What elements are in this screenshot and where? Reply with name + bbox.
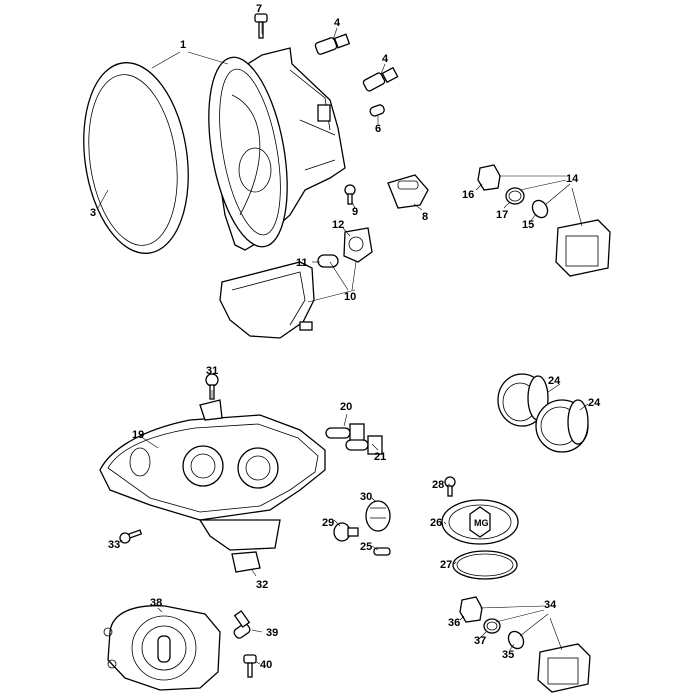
bulb-part-20 [325,423,365,443]
callout-9: 9 [352,206,358,218]
lens-part-3 [83,62,189,254]
callout-17: 17 [496,209,508,221]
callout-24-upper: 24 [548,375,561,387]
connector-part-32 [231,551,261,573]
callout-labels: 1 3 4 4 6 7 8 9 10 11 12 14 15 16 17 19 … [90,3,601,671]
callout-36: 36 [448,617,460,629]
callout-29: 29 [322,517,334,529]
trim-ring-part-24-upper [497,373,549,427]
callout-4-upper: 4 [334,17,341,29]
callout-32: 32 [256,579,268,591]
callout-12: 12 [332,219,344,231]
leader-lines [97,22,589,665]
screw-part-33 [119,529,143,544]
indicator-lamp-part-10 [219,261,315,339]
callout-19: 19 [132,429,144,441]
trim-ring-part-24-lower [535,399,589,453]
callout-3: 3 [90,207,96,219]
bulb-holder-part-36 [459,596,483,623]
bulb-holder-part-12 [343,227,373,263]
callout-26: 26 [430,517,442,529]
screw-part-40 [243,654,257,678]
screw-part-28 [444,476,456,497]
fog-lamp-part-38 [103,605,221,691]
callout-28: 28 [432,479,444,491]
callout-37: 37 [474,635,486,647]
bulb-holder-part-16 [477,164,501,191]
bulb-part-21 [345,435,383,455]
mg-badge-text: MG [474,518,489,528]
callout-20: 20 [340,401,352,413]
callout-39: 39 [266,627,278,639]
callout-27: 27 [440,559,452,571]
callout-35: 35 [502,649,514,661]
seal-ring-part-17 [505,187,525,205]
callout-16: 16 [462,189,474,201]
seal-ring-part-37 [483,618,501,634]
callout-1: 1 [180,39,186,51]
callout-38: 38 [150,597,162,609]
callout-25: 25 [360,541,372,553]
callout-8: 8 [422,211,428,223]
callout-14: 14 [566,173,579,185]
bulb-part-35 [507,630,525,650]
callout-34: 34 [544,599,557,611]
callout-31: 31 [206,365,218,377]
bulb-part-4-lower [362,66,399,92]
callout-6: 6 [375,123,381,135]
bulb-part-4-upper [314,33,351,55]
callout-15: 15 [522,219,534,231]
bulb-holder-part-30 [365,500,391,532]
screw-part-7 [254,13,268,39]
badge-plate-part-26: MG [441,499,519,545]
callout-4-lower: 4 [382,53,389,65]
callout-10: 10 [344,291,356,303]
side-repeater-part-14 [555,219,611,277]
bulb-part-29 [333,522,359,542]
callout-11: 11 [296,257,308,269]
bulb-part-39 [233,610,251,639]
callout-21: 21 [374,451,386,463]
screw-part-9 [344,184,356,205]
side-repeater-part-34 [537,643,591,693]
callout-40: 40 [260,659,272,671]
callout-7: 7 [256,3,262,15]
bulb-part-15 [531,199,549,219]
seal-ring-part-27 [452,550,518,580]
callout-33: 33 [108,539,120,551]
headlamp-body-part-1 [208,47,346,251]
bulb-part-11 [317,254,339,268]
callout-24-lower: 24 [588,397,601,409]
connector-part-8 [387,174,429,209]
callout-30: 30 [360,491,372,503]
bulb-part-6 [369,104,385,117]
headlamp-assembly-part-19 [99,399,326,551]
